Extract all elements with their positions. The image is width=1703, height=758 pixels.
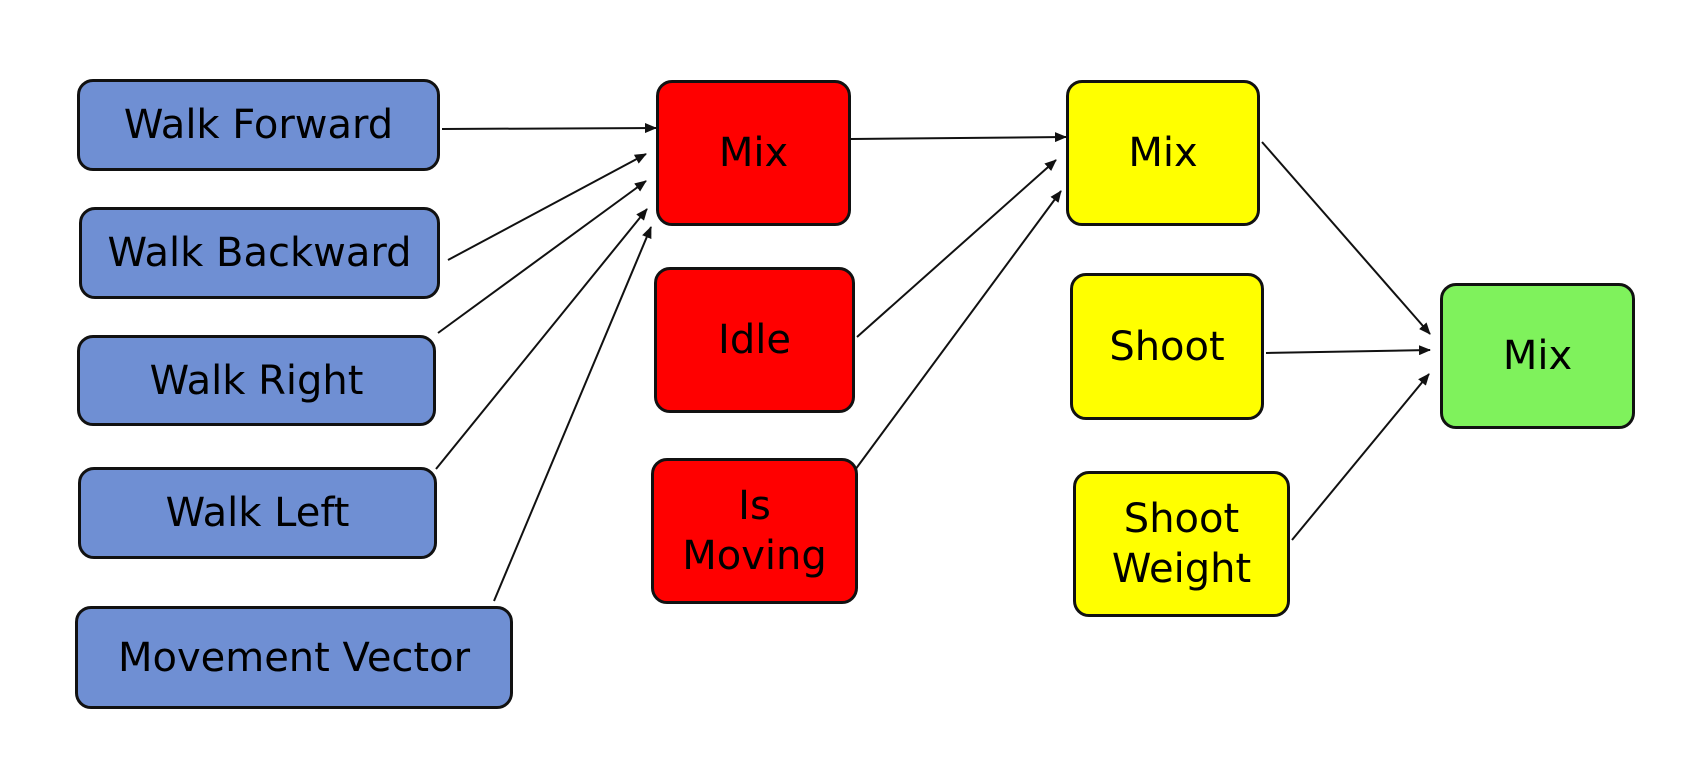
node-movement-vector-label: Movement Vector — [117, 634, 471, 681]
node-mix-output-label: Mix — [1502, 333, 1573, 379]
node-idle: Idle — [654, 267, 855, 413]
node-idle-label: Idle — [718, 317, 791, 363]
node-walk-backward-label: Walk Backward — [107, 230, 412, 276]
edge-is-moving-to-mix2 — [854, 190, 1062, 471]
node-walk-forward-label: Walk Forward — [123, 102, 394, 148]
edge-walk-forward-to-mix1 — [441, 123, 657, 134]
node-shoot-weight: Shoot Weight — [1073, 471, 1290, 617]
node-walk-left-label: Walk Left — [165, 490, 350, 536]
node-shoot-label: Shoot — [1109, 323, 1225, 370]
node-shoot-weight-label: Shoot Weight — [1111, 496, 1252, 592]
edge-idle-to-mix2 — [856, 159, 1057, 338]
edge-shoot-weight-to-mix3 — [1291, 373, 1430, 541]
edge-movement-vector-to-mix1 — [493, 226, 652, 602]
node-mix-1-label: Mix — [718, 130, 789, 176]
node-is-moving: Is Moving — [651, 458, 858, 604]
node-walk-right-label: Walk Right — [149, 357, 364, 404]
edge-walk-left-to-mix1 — [435, 208, 648, 470]
edge-mix2-to-mix3 — [1261, 141, 1431, 335]
node-walk-backward: Walk Backward — [79, 207, 440, 299]
node-movement-vector: Movement Vector — [75, 606, 513, 709]
node-is-moving-label: Is Moving — [682, 483, 827, 579]
node-mix-2: Mix — [1066, 80, 1260, 226]
node-walk-right: Walk Right — [77, 335, 436, 426]
node-shoot: Shoot — [1070, 273, 1264, 420]
node-walk-left: Walk Left — [78, 467, 437, 559]
edge-shoot-to-mix3 — [1265, 345, 1431, 356]
node-mix-output: Mix — [1440, 283, 1635, 429]
edge-walk-backward-to-mix1 — [447, 153, 647, 261]
edge-mix1-to-mix2 — [850, 132, 1067, 143]
node-mix-2-label: Mix — [1128, 130, 1198, 176]
edge-walk-right-to-mix1 — [437, 180, 647, 334]
node-walk-forward: Walk Forward — [77, 79, 440, 171]
node-mix-1: Mix — [656, 80, 851, 226]
